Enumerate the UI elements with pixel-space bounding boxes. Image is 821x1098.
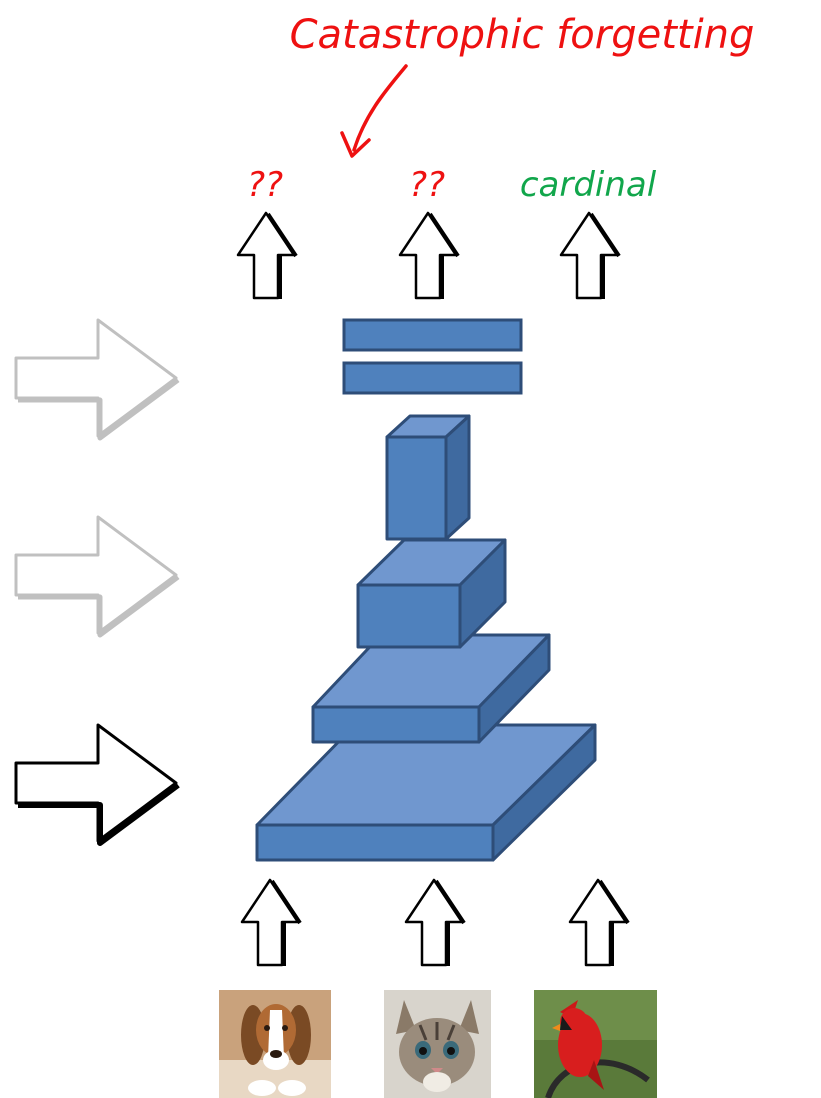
dog-image xyxy=(219,990,331,1098)
annotation-arrowhead xyxy=(340,131,371,158)
side-arrow-active xyxy=(14,723,180,846)
annotation-arrow xyxy=(352,64,408,152)
side-arrow-fc xyxy=(14,318,180,441)
cat-image xyxy=(384,990,491,1098)
output-label-2: ?? xyxy=(409,165,445,205)
catastrophic-forgetting-label: Catastrophic forgetting xyxy=(290,12,755,58)
conv-layer-1 xyxy=(255,723,597,862)
side-arrow-mid xyxy=(14,515,180,638)
input-arrow-2 xyxy=(404,878,466,967)
output-label-1: ?? xyxy=(247,165,283,205)
fc-layer-bottom xyxy=(342,361,523,395)
conv-layer-2 xyxy=(311,633,551,744)
input-arrow-3 xyxy=(568,878,630,967)
output-arrow-3 xyxy=(559,211,621,300)
input-arrow-1 xyxy=(240,878,302,967)
output-label-3: cardinal xyxy=(520,165,657,205)
conv-layer-4 xyxy=(385,414,471,541)
conv-layer-3 xyxy=(356,538,507,649)
output-arrow-1 xyxy=(236,211,298,300)
cardinal-image xyxy=(534,990,657,1098)
fc-layer-top xyxy=(342,318,523,352)
output-arrow-2 xyxy=(398,211,460,300)
